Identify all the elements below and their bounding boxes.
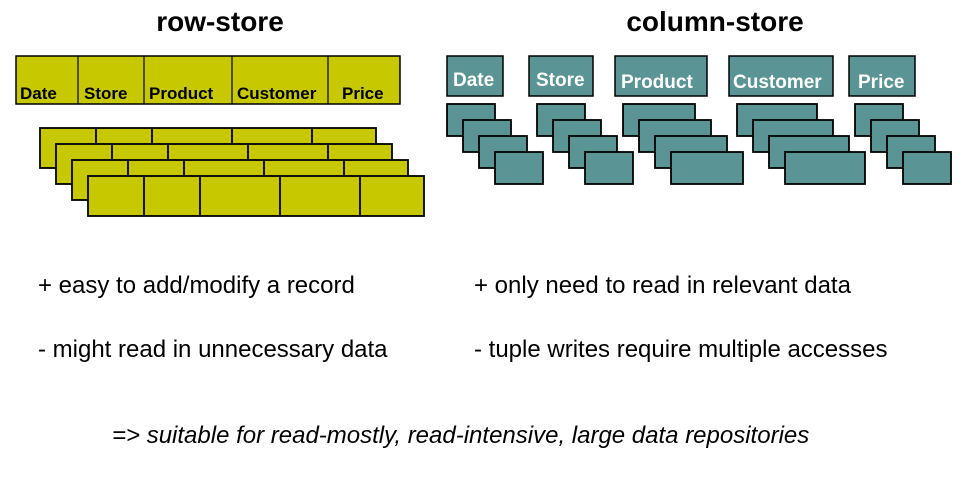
row-store-records [39,127,425,217]
storage-diagram: Date Store Product Customer Price [15,55,952,217]
col-blocks-product [622,103,744,185]
row-record-4 [87,175,425,217]
row-store-con: - might read in unnecessary data [38,336,388,363]
col-header-date-box [446,55,504,97]
column-store-con: - tuple writes require multiple accesses [474,336,888,363]
col-header-store-box [528,55,594,97]
col-header-price-box [848,55,916,97]
row-store-header: Date Store Product Customer Price [15,55,401,105]
row-store-title: row-store [156,6,284,37]
row-col-customer: Customer [237,84,317,103]
row-col-store: Store [84,84,127,103]
column-store-headers [446,55,916,97]
column-store-title: column-store [626,6,804,37]
col-blocks-customer [736,103,866,185]
column-store-blocks [446,103,952,185]
col-label-date: Date [453,70,494,91]
col-label-price: Price [858,72,904,93]
row-col-date: Date [20,84,57,103]
col-label-product: Product [621,72,693,93]
col-blocks-price [854,103,952,185]
col-header-product-box [614,55,708,97]
row-store-header-box [15,55,401,105]
row-store-pro: + easy to add/modify a record [38,272,355,299]
row-col-product: Product [149,84,214,103]
col-label-customer: Customer [733,72,822,93]
col-blocks-date [446,103,544,185]
col-header-customer-box [728,55,834,97]
column-store-pro: + only need to read in relevant data [474,272,851,299]
row-col-price: Price [342,84,384,103]
conclusion-text: => suitable for read-mostly, read-intens… [112,422,810,449]
col-blocks-store [536,103,634,185]
column-store-labels: Date Store Product Customer Price [453,70,904,93]
col-label-store: Store [536,70,585,91]
